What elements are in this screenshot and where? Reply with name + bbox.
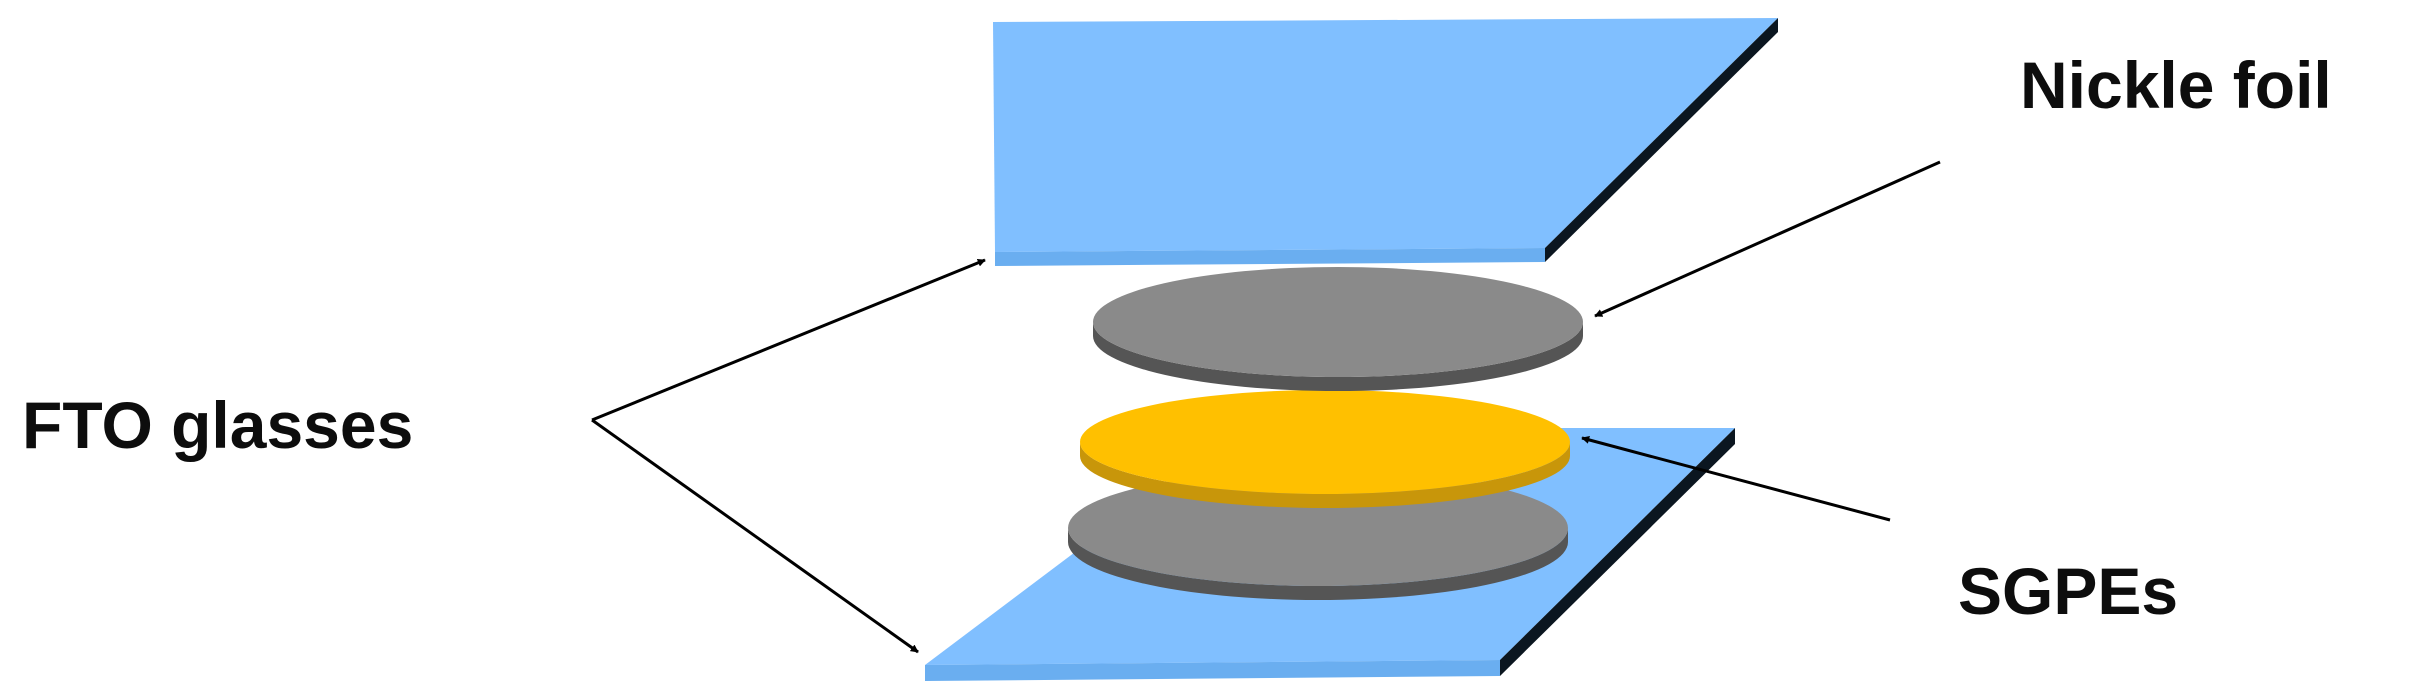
sgpe-disc (1080, 390, 1570, 508)
sgpes-label: SGPEs (1958, 554, 2179, 628)
fto-glasses-label: FTO glasses (22, 388, 414, 462)
fto-glass-top (993, 18, 1778, 266)
sgpe-disc-top (1080, 390, 1570, 494)
fto-glass-bottom-front-edge (925, 660, 1500, 681)
fto-glass-top-side-edge (1545, 18, 1778, 262)
fto-glass-top-front-edge (995, 248, 1545, 266)
fto-glass-top-face (993, 18, 1778, 252)
arrow-nickle-foil (1594, 160, 1941, 318)
arrow-sgpes (1581, 435, 1891, 522)
nickel-foil-top-top (1093, 267, 1583, 377)
nickel-foil-top-rim (1093, 322, 1583, 391)
arrow-fto-to-top-glass (591, 258, 986, 422)
fto-glass-bottom-side-edge (1500, 428, 1735, 676)
nickel-foil-top (1093, 267, 1583, 391)
sgpe-disc-rim (1080, 442, 1570, 508)
arrow-fto-to-bottom-glass (591, 418, 919, 654)
nickle-foil-label: Nickle foil (2020, 48, 2332, 122)
nickel-foil-bottom-rim (1068, 528, 1568, 600)
